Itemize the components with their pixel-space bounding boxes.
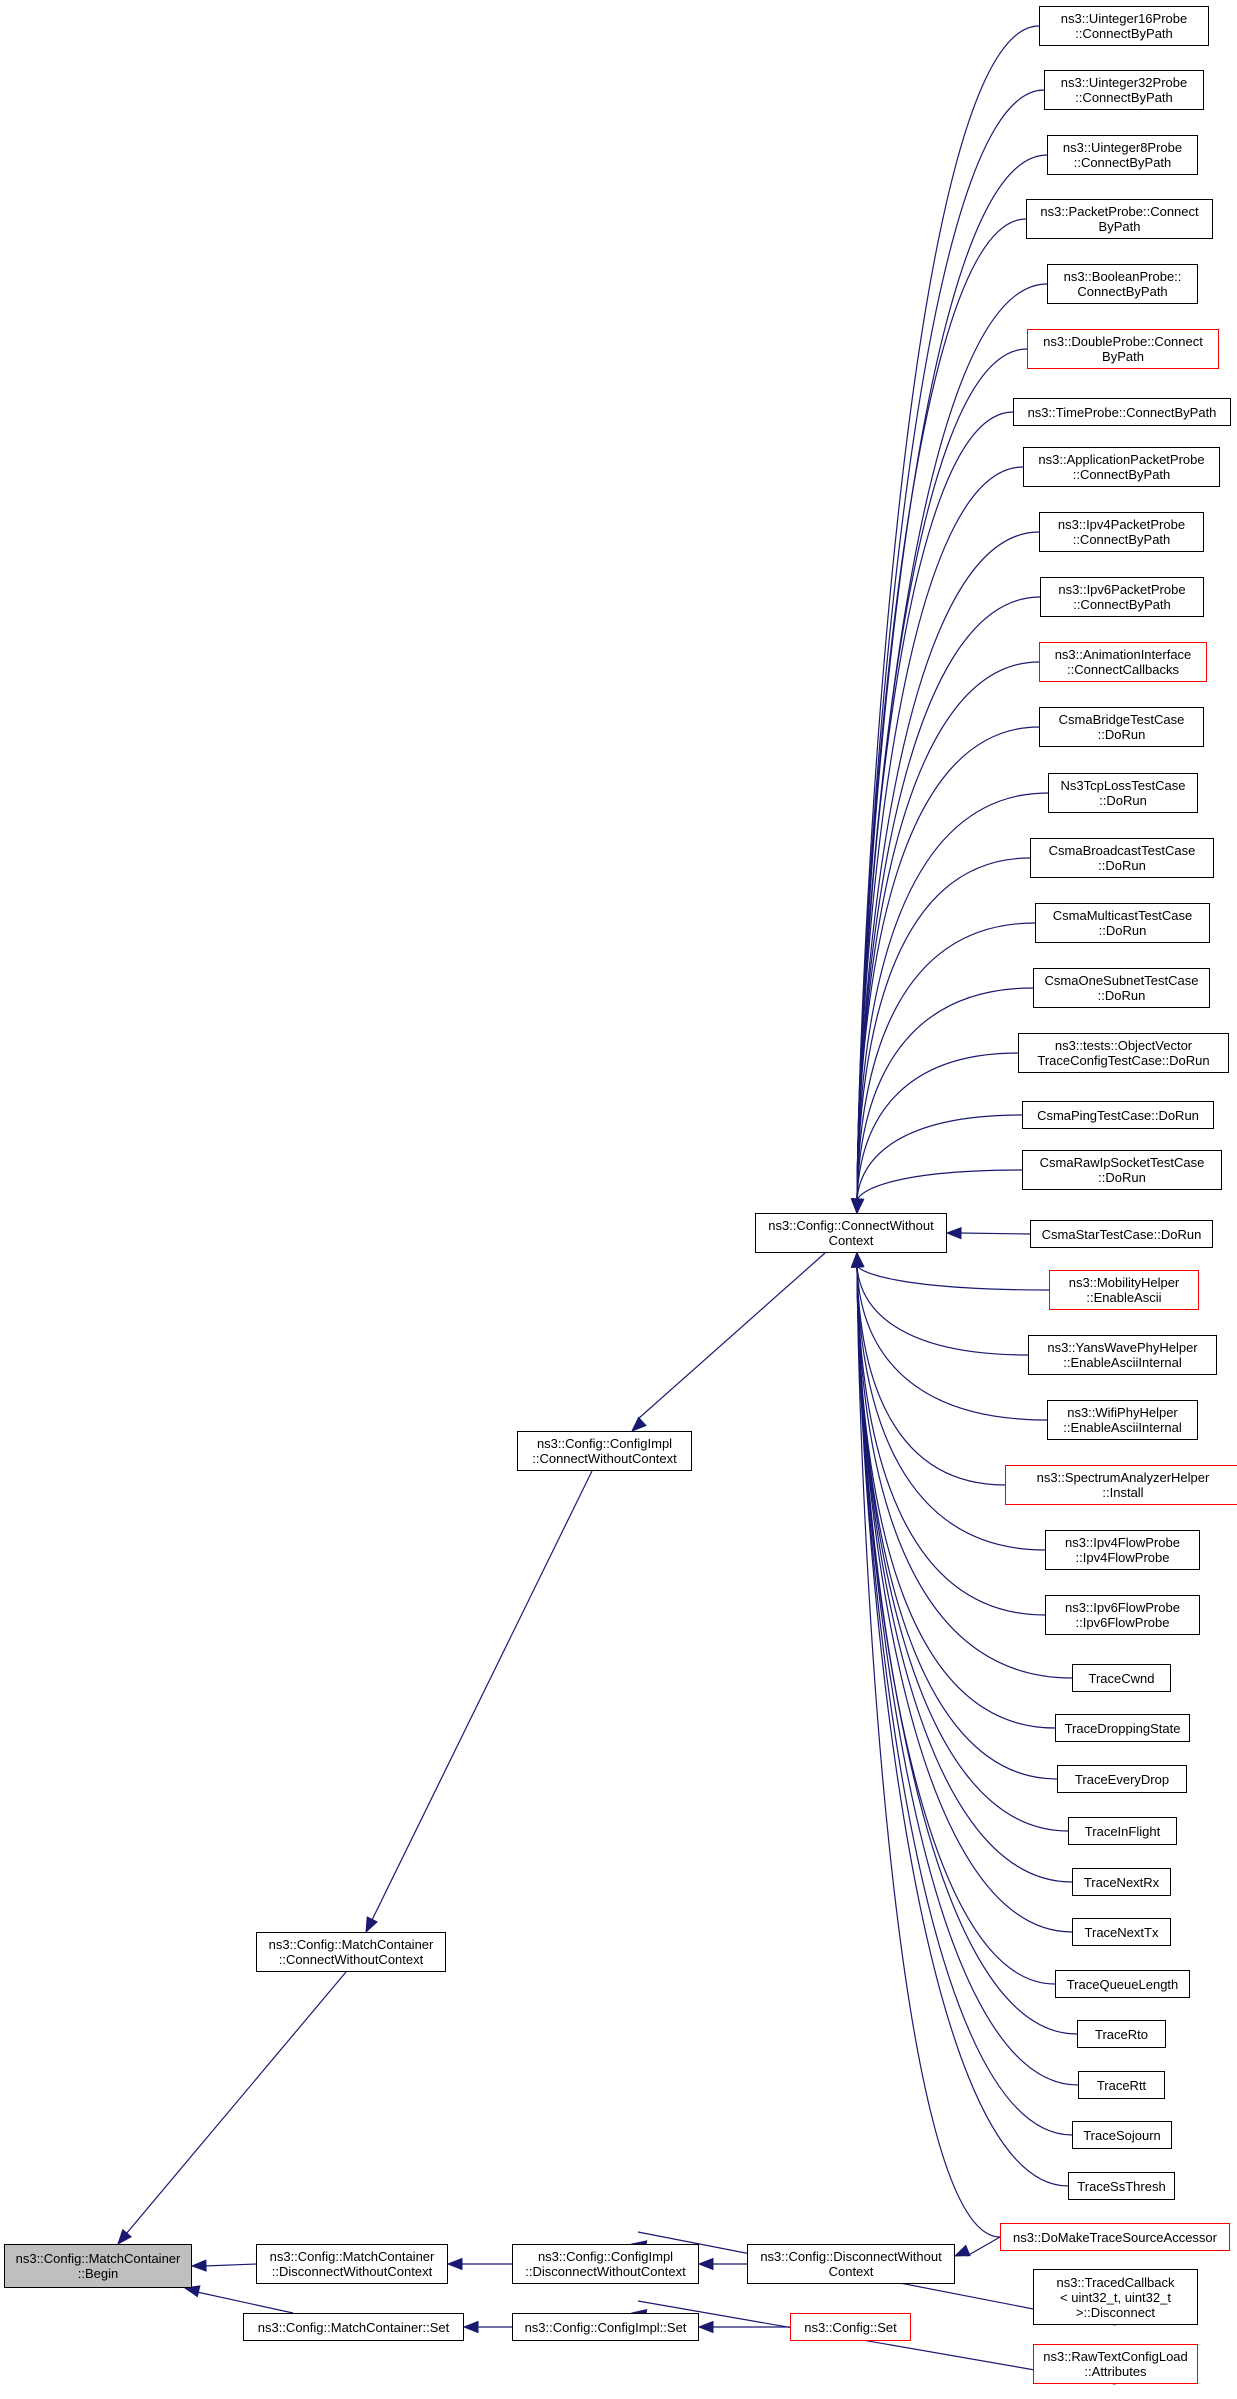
- node-c-cwc[interactable]: ns3::Config::ConnectWithout Context: [755, 1213, 947, 1253]
- node-t5[interactable]: ns3::DoubleProbe::Connect ByPath: [1027, 329, 1219, 369]
- edge-t7-to-c-cwc: [850, 466, 1024, 1215]
- node-c-dwc[interactable]: ns3::Config::DisconnectWithout Context: [747, 2244, 955, 2284]
- edge-t23-to-c-cwc: [850, 1251, 1006, 1486]
- node-ci-dwc[interactable]: ns3::Config::ConfigImpl ::DisconnectWith…: [512, 2244, 699, 2284]
- edge-t19-to-c-cwc: [945, 1226, 1031, 1240]
- node-t3[interactable]: ns3::PacketProbe::Connect ByPath: [1026, 199, 1213, 239]
- node-t31[interactable]: TraceNextTx: [1072, 1918, 1171, 1946]
- edge-t28-to-c-cwc: [850, 1251, 1058, 1780]
- edge-ci-cwc-to-mc-cwc: [365, 1470, 593, 1934]
- node-t33[interactable]: TraceRto: [1077, 2020, 1166, 2048]
- node-t17[interactable]: CsmaPingTestCase::DoRun: [1022, 1101, 1214, 1129]
- edge-c-cwc-to-ci-cwc: [630, 1252, 826, 1432]
- edge-t24-to-c-cwc: [850, 1251, 1046, 1551]
- node-ci-cwc[interactable]: ns3::Config::ConfigImpl ::ConnectWithout…: [517, 1431, 692, 1471]
- node-t16[interactable]: ns3::tests::ObjectVector TraceConfigTest…: [1018, 1033, 1229, 1073]
- edge-t35-to-c-cwc: [850, 1251, 1073, 2136]
- edge-t15-to-c-cwc: [851, 987, 1034, 1215]
- node-d1[interactable]: ns3::TracedCallback < uint32_t, uint32_t…: [1033, 2269, 1198, 2325]
- edge-t16-to-c-cwc: [851, 1052, 1019, 1215]
- edge-t18-to-c-cwc: [852, 1169, 1023, 1215]
- node-t24[interactable]: ns3::Ipv4FlowProbe ::Ipv4FlowProbe: [1045, 1530, 1200, 1570]
- node-t20[interactable]: ns3::MobilityHelper ::EnableAscii: [1049, 1270, 1199, 1310]
- node-t2[interactable]: ns3::Uinteger8Probe ::ConnectByPath: [1047, 135, 1198, 175]
- node-t8[interactable]: ns3::Ipv4PacketProbe ::ConnectByPath: [1039, 512, 1204, 552]
- node-c-set[interactable]: ns3::Config::Set: [790, 2313, 911, 2341]
- node-t14[interactable]: CsmaMulticastTestCase ::DoRun: [1035, 903, 1210, 943]
- node-t29[interactable]: TraceInFlight: [1068, 1817, 1177, 1845]
- node-t12[interactable]: Ns3TcpLossTestCase ::DoRun: [1048, 773, 1198, 813]
- node-t23[interactable]: ns3::SpectrumAnalyzerHelper ::Install: [1005, 1465, 1237, 1505]
- edge-t36-to-c-cwc: [850, 1251, 1069, 2187]
- edge-t0-to-c-cwc: [850, 25, 1040, 1215]
- node-mc-set[interactable]: ns3::Config::MatchContainer::Set: [243, 2313, 464, 2341]
- node-t9[interactable]: ns3::Ipv6PacketProbe ::ConnectByPath: [1040, 577, 1204, 617]
- edge-t9-to-c-cwc: [850, 596, 1041, 1215]
- node-t25[interactable]: ns3::Ipv6FlowProbe ::Ipv6FlowProbe: [1045, 1595, 1200, 1635]
- edge-mc-set-to-begin: [183, 2285, 294, 2314]
- node-ci-set[interactable]: ns3::Config::ConfigImpl::Set: [512, 2313, 699, 2341]
- node-t22[interactable]: ns3::WifiPhyHelper ::EnableAsciiInternal: [1047, 1400, 1198, 1440]
- edge-t17-to-c-cwc: [851, 1114, 1023, 1215]
- node-t30[interactable]: TraceNextRx: [1072, 1868, 1171, 1896]
- edge-mc-cwc-to-begin: [117, 1971, 347, 2246]
- node-t36[interactable]: TraceSsThresh: [1068, 2172, 1175, 2200]
- node-t35[interactable]: TraceSojourn: [1072, 2121, 1172, 2149]
- edge-t8-to-c-cwc: [850, 531, 1040, 1215]
- edge-ci-dwc-to-mc-dwc: [446, 2257, 512, 2271]
- edge-t11-to-c-cwc: [850, 726, 1040, 1215]
- node-s0[interactable]: ns3::RawTextConfigLoad ::Attributes: [1033, 2344, 1198, 2384]
- edge-t21-to-c-cwc: [851, 1251, 1029, 1356]
- node-t4[interactable]: ns3::BooleanProbe:: ConnectByPath: [1047, 264, 1198, 304]
- edge-c-set-to-ci-set: [697, 2320, 790, 2334]
- edge-t22-to-c-cwc: [851, 1251, 1048, 1421]
- node-t27[interactable]: TraceDroppingState: [1055, 1714, 1190, 1742]
- node-t0[interactable]: ns3::Uinteger16Probe ::ConnectByPath: [1039, 6, 1209, 46]
- node-t1[interactable]: ns3::Uinteger32Probe ::ConnectByPath: [1044, 70, 1204, 110]
- node-t7[interactable]: ns3::ApplicationPacketProbe ::ConnectByP…: [1023, 447, 1220, 487]
- node-mc-cwc[interactable]: ns3::Config::MatchContainer ::ConnectWit…: [256, 1932, 446, 1972]
- node-t10[interactable]: ns3::AnimationInterface ::ConnectCallbac…: [1039, 642, 1207, 682]
- node-t15[interactable]: CsmaOneSubnetTestCase ::DoRun: [1033, 968, 1210, 1008]
- edge-ci-set-to-mc-set: [462, 2320, 512, 2334]
- node-t28[interactable]: TraceEveryDrop: [1057, 1765, 1187, 1793]
- edge-t3-to-c-cwc: [850, 218, 1027, 1215]
- node-mc-dwc[interactable]: ns3::Config::MatchContainer ::Disconnect…: [256, 2244, 448, 2284]
- edge-t25-to-c-cwc: [850, 1251, 1046, 1616]
- node-t34[interactable]: TraceRtt: [1078, 2071, 1165, 2099]
- node-t6[interactable]: ns3::TimeProbe::ConnectByPath: [1013, 398, 1231, 426]
- node-begin[interactable]: ns3::Config::MatchContainer ::Begin: [4, 2244, 192, 2288]
- node-d0[interactable]: ns3::DoMakeTraceSourceAccessor: [1000, 2223, 1230, 2251]
- edge-d0-to-c-cwc: [850, 1251, 1001, 2238]
- node-t13[interactable]: CsmaBroadcastTestCase ::DoRun: [1030, 838, 1214, 878]
- node-t32[interactable]: TraceQueueLength: [1055, 1970, 1190, 1998]
- node-t11[interactable]: CsmaBridgeTestCase ::DoRun: [1039, 707, 1204, 747]
- node-t26[interactable]: TraceCwnd: [1072, 1664, 1171, 1692]
- edge-c-dwc-to-ci-dwc: [697, 2257, 747, 2271]
- edge-t20-to-c-cwc: [852, 1251, 1050, 1291]
- node-t21[interactable]: ns3::YansWavePhyHelper ::EnableAsciiInte…: [1028, 1335, 1217, 1375]
- node-t18[interactable]: CsmaRawIpSocketTestCase ::DoRun: [1022, 1150, 1222, 1190]
- edge-mc-dwc-to-begin: [190, 2259, 257, 2272]
- edge-d0-to-c-dwc: [953, 2236, 1001, 2257]
- node-t19[interactable]: CsmaStarTestCase::DoRun: [1030, 1220, 1213, 1248]
